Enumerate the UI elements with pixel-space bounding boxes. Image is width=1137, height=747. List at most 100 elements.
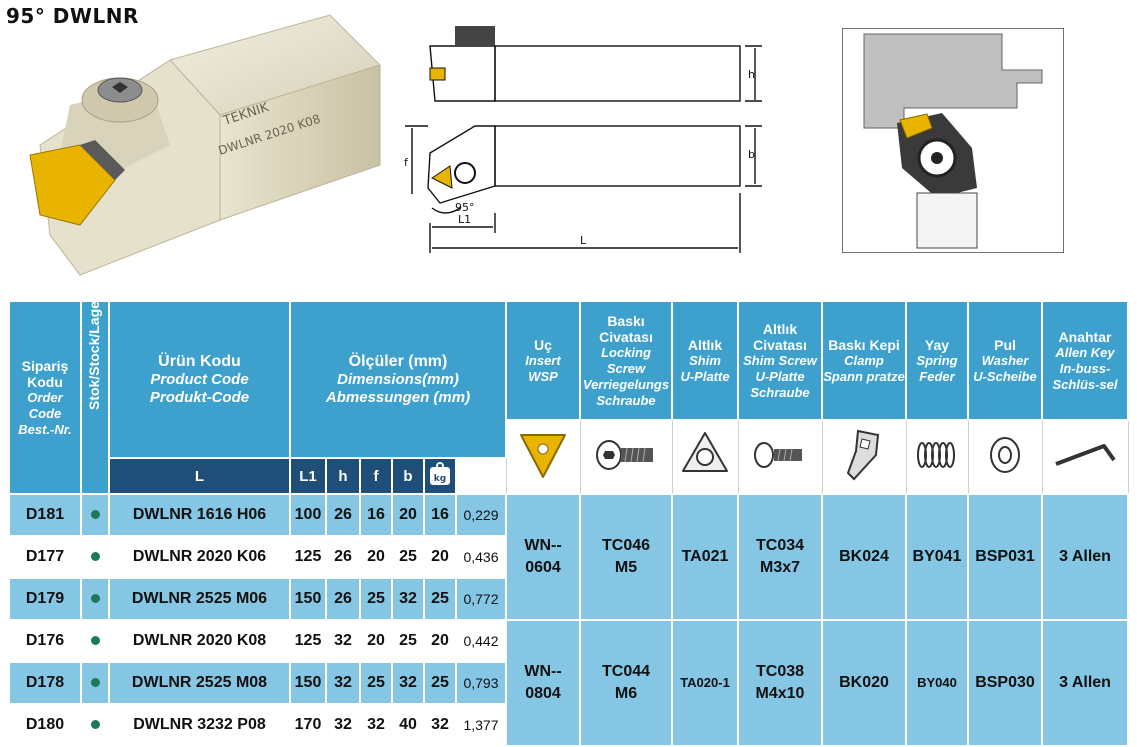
group-shim-screw: TC038 M4x10 bbox=[737, 619, 823, 747]
in-stock-dot bbox=[90, 636, 100, 645]
dim-kg: 0,436 bbox=[455, 535, 507, 579]
order-code: D180 bbox=[8, 703, 82, 747]
header-order-code: Sipariş Kodu Order Code Best.-Nr. bbox=[8, 300, 82, 495]
in-stock-dot bbox=[90, 678, 100, 687]
header-dim-b: b bbox=[391, 457, 425, 495]
shim-icon bbox=[671, 419, 739, 495]
product-code: DWLNR 3232 P08 bbox=[108, 703, 291, 747]
header-stock: Stok/Stock/Lager bbox=[80, 295, 110, 495]
dim-b: 25 bbox=[423, 661, 457, 705]
stock-indicator bbox=[80, 661, 110, 705]
stock-indicator bbox=[80, 619, 110, 663]
dim-f: 40 bbox=[391, 703, 425, 747]
dim-kg: 0,229 bbox=[455, 493, 507, 537]
dim-h: 16 bbox=[359, 493, 393, 537]
dim-kg: 1,377 bbox=[455, 703, 507, 747]
header-dim-h: h bbox=[325, 457, 361, 495]
dim-L1: 32 bbox=[325, 703, 361, 747]
group-shim: TA020-1 bbox=[671, 619, 739, 747]
group-clamp: BK020 bbox=[821, 619, 907, 747]
svg-text:kg: kg bbox=[434, 474, 446, 484]
label-f: f bbox=[404, 156, 409, 169]
group-clamp-screw: TC046 M5 bbox=[579, 493, 673, 621]
product-code: DWLNR 1616 H06 bbox=[108, 493, 291, 537]
dim-b: 25 bbox=[423, 577, 457, 621]
clamp-icon bbox=[821, 419, 907, 495]
header-product-code: Ürün Kodu Product Code Produkt-Code bbox=[108, 300, 291, 459]
weight-icon: kg bbox=[423, 457, 457, 495]
product-code: DWLNR 2020 K06 bbox=[108, 535, 291, 579]
label-L: L bbox=[580, 234, 587, 247]
dim-f: 32 bbox=[391, 661, 425, 705]
dim-L: 150 bbox=[289, 661, 327, 705]
group-clamp: BK024 bbox=[821, 493, 907, 621]
dim-h: 25 bbox=[359, 661, 393, 705]
label-L1: L1 bbox=[458, 213, 471, 226]
dim-L: 150 bbox=[289, 577, 327, 621]
in-stock-dot bbox=[90, 594, 100, 603]
dim-b: 16 bbox=[423, 493, 457, 537]
dim-L1: 26 bbox=[325, 535, 361, 579]
stock-indicator bbox=[80, 493, 110, 537]
screw-icon bbox=[579, 419, 673, 495]
order-code: D177 bbox=[8, 535, 82, 579]
dim-h: 20 bbox=[359, 619, 393, 663]
product-code: DWLNR 2020 K08 bbox=[108, 619, 291, 663]
dim-f: 25 bbox=[391, 619, 425, 663]
group-key: 3 Allen bbox=[1041, 619, 1129, 747]
group-shim: TA021 bbox=[671, 493, 739, 621]
group-spring: BY041 bbox=[905, 493, 969, 621]
dim-b: 20 bbox=[423, 619, 457, 663]
insert-icon bbox=[505, 419, 581, 495]
order-code: D178 bbox=[8, 661, 82, 705]
dim-kg: 0,442 bbox=[455, 619, 507, 663]
order-code: D179 bbox=[8, 577, 82, 621]
stock-indicator bbox=[80, 703, 110, 747]
group-shim-screw: TC034 M3x7 bbox=[737, 493, 823, 621]
stock-indicator bbox=[80, 535, 110, 579]
label-h: h bbox=[748, 68, 755, 81]
in-stock-dot bbox=[90, 552, 100, 561]
in-stock-dot bbox=[90, 510, 100, 519]
washer-icon bbox=[967, 419, 1043, 495]
angle-label: 95° bbox=[455, 201, 475, 214]
dim-f: 32 bbox=[391, 577, 425, 621]
dim-L1: 26 bbox=[325, 577, 361, 621]
header-dim-L1: L1 bbox=[289, 457, 327, 495]
dim-b: 20 bbox=[423, 535, 457, 579]
dim-kg: 0,793 bbox=[455, 661, 507, 705]
allen-key-icon bbox=[1041, 419, 1129, 495]
group-washer: BSP030 bbox=[967, 619, 1043, 747]
dim-b: 32 bbox=[423, 703, 457, 747]
group-spring: BY040 bbox=[905, 619, 969, 747]
dim-h: 32 bbox=[359, 703, 393, 747]
label-b: b bbox=[748, 148, 755, 161]
dim-kg: 0,772 bbox=[455, 577, 507, 621]
dimension-drawing: h b f 95° L1 L bbox=[404, 26, 762, 253]
dim-L: 125 bbox=[289, 619, 327, 663]
product-code: DWLNR 2525 M06 bbox=[108, 577, 291, 621]
spec-table: Sipariş Kodu Order Code Best.-Nr. Stok/S… bbox=[8, 295, 1129, 747]
order-code: D181 bbox=[8, 493, 82, 537]
order-code: D176 bbox=[8, 619, 82, 663]
dim-f: 25 bbox=[391, 535, 425, 579]
product-code: DWLNR 2525 M08 bbox=[108, 661, 291, 705]
group-washer: BSP031 bbox=[967, 493, 1043, 621]
tool-holder-illustration: TEKNIK DWLNR 2020 K08 bbox=[29, 14, 381, 276]
clamp-detail-illustration bbox=[842, 28, 1064, 253]
stock-indicator bbox=[80, 577, 110, 621]
in-stock-dot bbox=[90, 720, 100, 729]
dim-L: 100 bbox=[289, 493, 327, 537]
dim-f: 20 bbox=[391, 493, 425, 537]
